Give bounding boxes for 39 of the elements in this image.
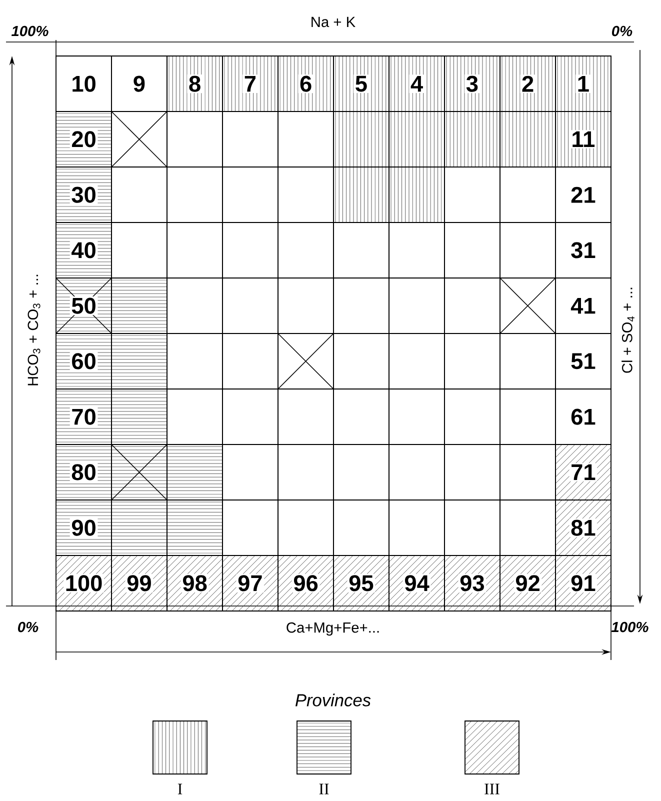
- grid-cell: 41: [555, 278, 612, 334]
- grid-cell: 50: [56, 278, 112, 334]
- grid-cell: 90: [56, 500, 112, 556]
- grid-cell: 40: [56, 222, 112, 278]
- grid-cell: 71: [555, 444, 612, 500]
- legend-label: III: [484, 784, 500, 794]
- grid-cell: 1: [555, 56, 612, 112]
- axis-label: Na + K: [312, 16, 356, 28]
- legend-label: I: [178, 784, 182, 794]
- legend-label: II: [319, 784, 329, 794]
- grid-cell: 8: [166, 56, 223, 112]
- grid-cell: 91: [555, 555, 612, 612]
- grid-cell: 7: [222, 56, 278, 112]
- percent-label: 0%: [612, 26, 632, 36]
- percent-label: 0%: [18, 622, 38, 632]
- grid-cell: 11: [555, 111, 612, 168]
- grid-cell: 9: [111, 56, 168, 112]
- grid-cell: 51: [555, 333, 612, 390]
- grid-cell: 30: [56, 166, 112, 223]
- grid-cell: 3: [444, 56, 500, 112]
- grid-cell: 70: [56, 388, 112, 445]
- grid-cell: 6: [278, 56, 334, 112]
- axis-label: Cl + SO$_{4}$ + ...: [622, 288, 634, 373]
- percent-label: 100%: [11, 26, 48, 36]
- grid-cell: 21: [555, 166, 612, 223]
- grid-cell: 81: [555, 500, 612, 556]
- grid-cell: 60: [56, 333, 112, 390]
- grid-cell: 61: [555, 388, 612, 445]
- grid-cell: 5: [333, 56, 390, 112]
- axis-label: HCO$_{3}$ + CO$_{3}$ + ...: [28, 274, 40, 386]
- grid-cell: 10: [56, 56, 112, 112]
- grid-cell: 80: [56, 444, 112, 500]
- grid-cell: 31: [555, 222, 612, 278]
- grid-cell: 2: [500, 56, 556, 112]
- percent-label: 100%: [611, 622, 648, 632]
- grid-cell: 20: [56, 111, 112, 168]
- legend-title: Provinces: [295, 694, 371, 706]
- grid-cell: 4: [388, 56, 445, 112]
- axis-label: Ca+Mg+Fe+...: [286, 622, 379, 636]
